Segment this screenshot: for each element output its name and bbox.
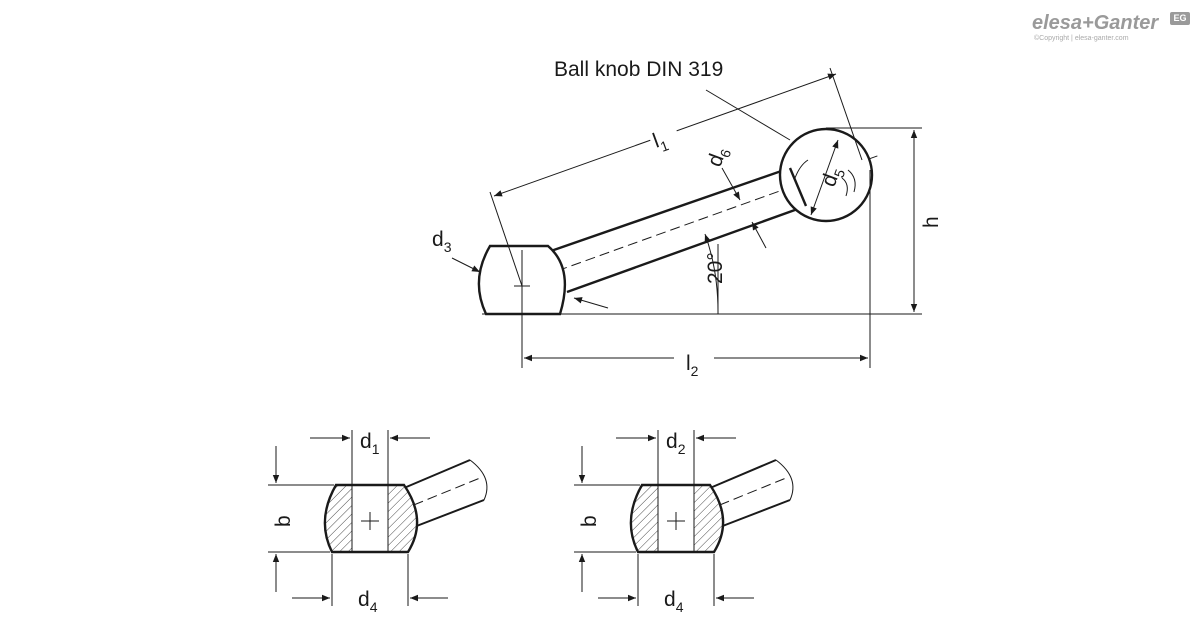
dim-d3: d3 [432,228,452,255]
dim-b-right: b [578,515,601,527]
dim-h: h [920,216,943,228]
callout-ball-knob: Ball knob DIN 319 [554,58,723,81]
main-view: d5 h l2 l1 Ball knob DIN 319 d6 20° d3 [432,58,943,379]
elesa-ganter-logo: elesa+Ganter EG ©Copyright | elesa-gante… [1032,12,1192,46]
dim-b-left: b [272,515,295,527]
logo-copyright: ©Copyright | elesa-ganter.com [1034,35,1129,42]
dim-d4-left: d4 [358,588,378,615]
dim-d6: d6 [703,143,734,170]
dim-d2: d2 [666,430,686,457]
dim-d1: d1 [360,430,380,457]
dim-l2: l2 [686,352,699,379]
dim-d4-right: d4 [664,588,684,615]
logo-badge: EG [1170,12,1190,25]
detail-left: d1 d4 b [268,430,488,615]
logo-brand: elesa+Ganter [1032,12,1159,34]
detail-right: d2 d4 b [574,430,794,615]
dim-angle: 20° [704,252,727,284]
